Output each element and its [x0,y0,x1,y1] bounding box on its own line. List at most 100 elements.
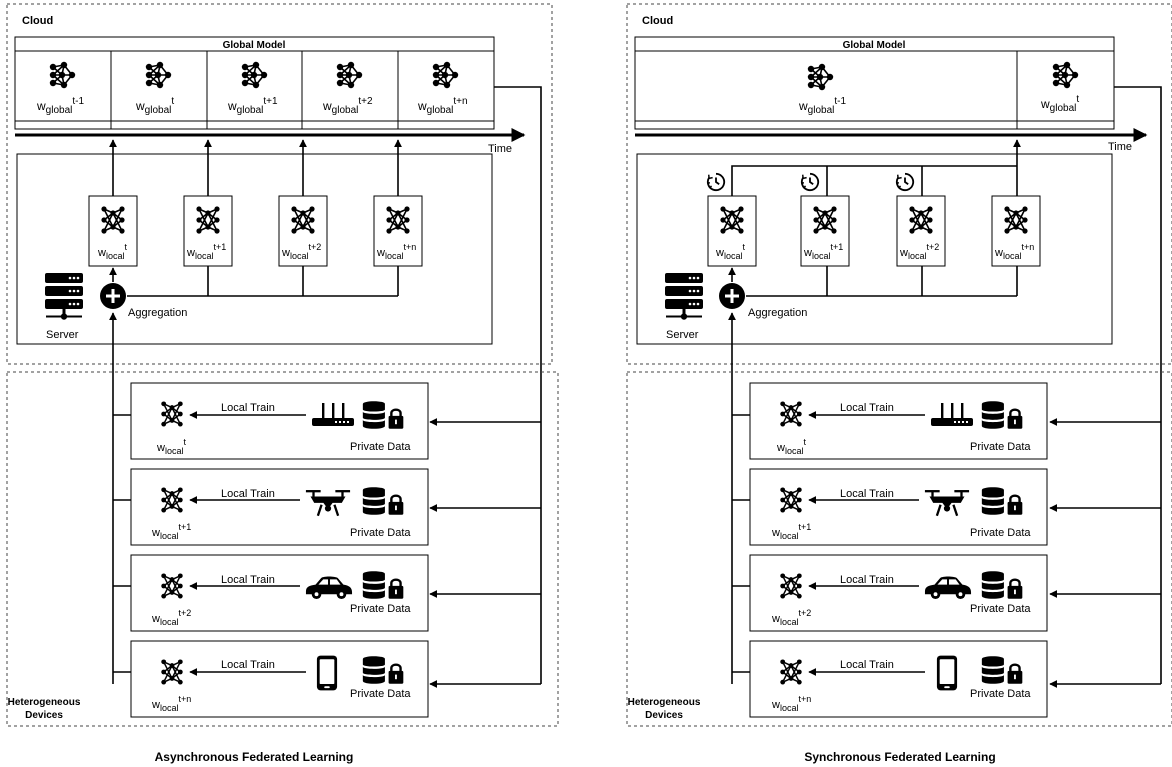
svg-text:Private Data: Private Data [350,603,411,615]
neural-network-icon [100,205,126,235]
svg-text:wglobalt-1: wglobalt-1 [798,96,846,116]
aggregation-plus-icon [719,283,745,309]
async-aggregation-label: Aggregation [128,307,187,319]
neural-network-icon [48,60,76,89]
stopwatch-icon [800,172,820,192]
svg-text:Private Data: Private Data [970,441,1031,453]
neural-network-icon [779,486,803,514]
sync-local-model-label: wlocalt+n [994,242,1034,261]
neural-network-icon [241,60,269,89]
svg-text:wlocalt+2: wlocalt+2 [771,608,811,627]
sync-global-model-title: Global Model [843,40,906,51]
sync-local-models: wlocalt wlocalt+1 wlocalt+2 wlocalt+n [707,195,1041,267]
phone-icon [316,655,338,691]
svg-text:wglobalt: wglobalt [135,96,174,116]
database-lock-icon [361,655,405,685]
async-global-cells: wglobalt-1 wglobalt wglobalt+1 wglobalt+… [36,60,468,116]
sync-aggregation-label: Aggregation [748,307,807,319]
database-lock-icon [980,400,1024,430]
neural-network-icon [160,486,184,514]
sync-local-model-label: wlocalt+2 [899,242,939,261]
svg-text:Private Data: Private Data [350,441,411,453]
async-local-model-label: wlocalt+n [376,242,416,261]
sync-global-cells: wglobalt-1 wglobalt [798,60,1079,116]
sync-device-row: Local Train Private Data wlocalt [732,382,1048,460]
neural-network-icon [160,400,184,428]
svg-text:wlocalt+1: wlocalt+1 [151,522,191,541]
async-cloud-region [6,3,553,365]
neural-network-icon [719,205,745,235]
async-global-model-title: Global Model [223,40,286,51]
database-lock-icon [361,400,405,430]
async-global-cell: wglobalt+2 [322,60,373,116]
car-icon [305,576,353,600]
neural-network-icon [908,205,934,235]
neural-network-icon [431,60,460,89]
stopwatch-icon [895,172,915,192]
neural-network-icon [160,658,184,686]
async-devices-label: Devices [25,710,63,721]
neural-network-icon [1052,60,1079,89]
neural-network-icon [779,658,803,686]
sync-caption: Synchronous Federated Learning [804,750,995,764]
svg-text:Private Data: Private Data [970,603,1031,615]
async-cloud-label: Cloud [22,15,53,27]
svg-text:wglobalt: wglobalt [1040,94,1079,114]
async-caption: Asynchronous Federated Learning [155,750,354,764]
svg-text:Local Train: Local Train [840,574,894,586]
async-local-model-label: wlocalt+2 [281,242,321,261]
database-lock-icon [980,486,1024,516]
neural-network-icon [812,205,838,235]
sync-cloud-region [626,3,1172,365]
svg-text:wlocalt+n: wlocalt+n [151,694,191,713]
async-distribution-lines [429,86,542,688]
sync-diagram: Cloud Global Model wglobalt-1 wglobalt T… [626,3,1172,764]
async-global-cell: wglobalt [135,60,174,116]
stopwatch-icon [706,172,726,192]
database-lock-icon [361,486,405,516]
sync-local-model-label: wlocalt+1 [803,242,843,261]
router-icon [312,403,354,426]
async-device-row: Local Train Private Data wlocalt+n [113,640,429,718]
aggregation-plus-icon [100,283,126,309]
svg-text:wglobalt+2: wglobalt+2 [322,96,373,116]
async-time-label: Time [488,143,512,155]
neural-network-icon [806,62,835,91]
server-icon [45,273,83,320]
async-devices-region [6,371,559,727]
sync-aggregation-lines [728,139,1021,684]
drone-icon [305,488,351,517]
svg-text:Local Train: Local Train [840,488,894,500]
neural-network-icon [385,205,411,235]
svg-text:Private Data: Private Data [350,688,411,700]
server-icon [665,273,703,320]
car-icon [924,576,972,600]
sync-cloud-label: Cloud [642,15,673,27]
svg-text:Local Train: Local Train [221,574,275,586]
svg-text:Private Data: Private Data [970,688,1031,700]
neural-network-icon [160,572,184,600]
svg-text:Local Train: Local Train [221,402,275,414]
sync-device-row: Local Train Private Data wlocalt+2 [732,554,1048,632]
svg-text:Local Train: Local Train [221,659,275,671]
async-global-cell: wglobalt+1 [227,60,278,116]
phone-icon [936,655,958,691]
sync-local-model-label: wlocalt [715,242,745,261]
async-device-row: Local Train Private Data wlocalt+2 [113,554,429,632]
async-device-row: Local Train Private Data wlocalt+1 [113,468,429,546]
svg-text:Local Train: Local Train [840,402,894,414]
sync-global-cell: wglobalt [1040,60,1079,114]
async-server-label: Server [46,329,79,341]
neural-network-icon [335,60,364,89]
neural-network-icon [1003,205,1029,235]
svg-text:wlocalt+1: wlocalt+1 [771,522,811,541]
async-aggregation-lines [109,139,402,684]
database-lock-icon [980,570,1024,600]
svg-text:wlocalt+n: wlocalt+n [771,694,811,713]
svg-text:wlocalt: wlocalt [156,437,186,456]
svg-text:Local Train: Local Train [221,488,275,500]
sync-device-row: Local Train Private Data wlocalt+n [732,640,1048,718]
svg-text:Local Train: Local Train [840,659,894,671]
neural-network-icon [145,60,172,89]
